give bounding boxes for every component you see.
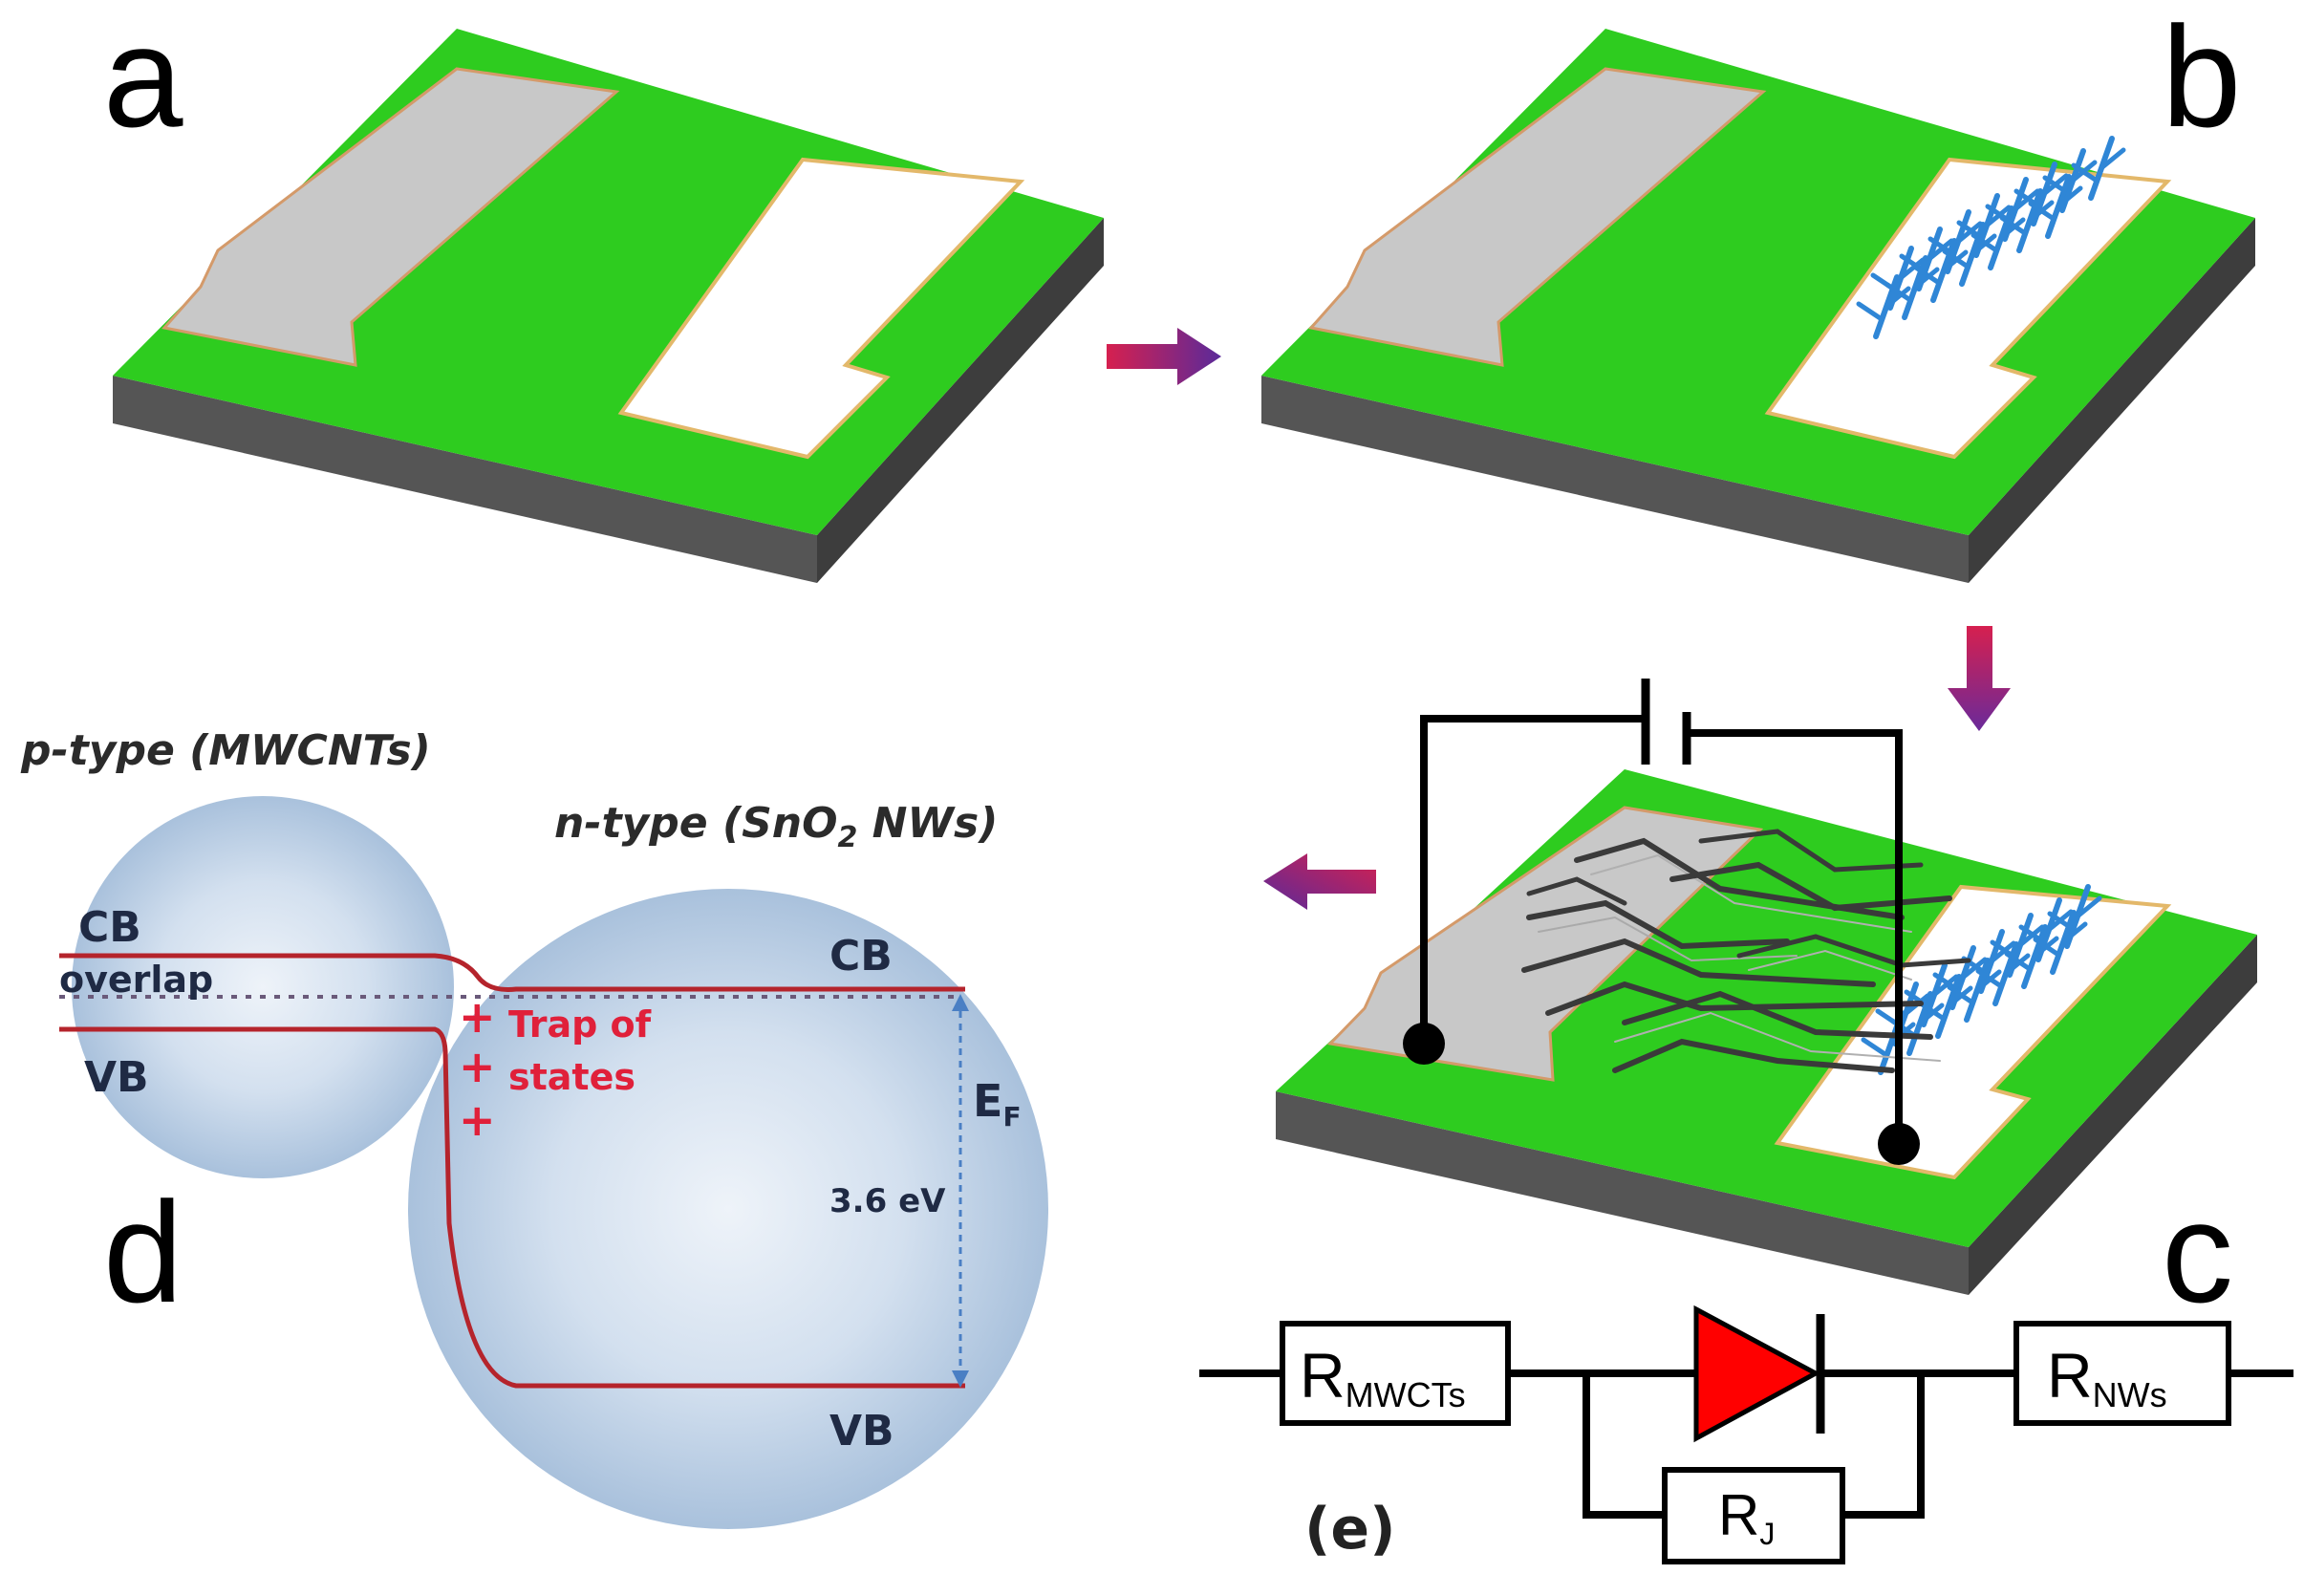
electrode-c-white bbox=[1774, 884, 2172, 1180]
panel-label-a: a bbox=[103, 0, 183, 157]
contact-dot-left bbox=[1403, 1023, 1445, 1065]
resistor-nws bbox=[2013, 1321, 2231, 1426]
equivalent-circuit: RMWCTs RNWs RJ bbox=[1199, 1305, 2293, 1564]
electrode-b-gray bbox=[1308, 67, 1767, 367]
resistor-junction-label: RJ bbox=[1718, 1483, 1775, 1551]
resistor-nws-label: RNWs bbox=[2047, 1340, 2167, 1414]
p-type-title: p-type (MWCNTs) bbox=[20, 726, 431, 775]
circuit-parallel-right bbox=[1842, 1373, 1925, 1519]
p-overlap-label: overlap bbox=[59, 959, 213, 1001]
substrate-a-side-right bbox=[817, 218, 1104, 583]
mwcnt-network bbox=[1521, 829, 1971, 1073]
trap-plus-2: + bbox=[459, 1041, 496, 1092]
diode-triangle bbox=[1693, 1305, 1821, 1443]
arrow-a-to-b bbox=[1107, 328, 1221, 385]
trap-plus-3: + bbox=[459, 1094, 496, 1146]
arrow-b-to-c bbox=[1948, 626, 2011, 731]
resistor-junction bbox=[1662, 1467, 1845, 1564]
substrate-c-side-front bbox=[1276, 1091, 1969, 1295]
trap-states-line2: states bbox=[508, 1056, 635, 1098]
electrode-c-gray bbox=[1326, 806, 1764, 1082]
bias-circuit bbox=[1420, 715, 1903, 1142]
trap-plus-1: + bbox=[459, 991, 496, 1043]
substrate-a-side-front bbox=[113, 376, 817, 583]
n-type-title: n-type (SnO2 NWs) bbox=[554, 799, 998, 854]
panel-a-device bbox=[113, 29, 1104, 583]
n-type-bubble bbox=[408, 889, 1048, 1529]
arrow-c-to-d bbox=[1263, 853, 1376, 910]
electrode-b-white bbox=[1764, 157, 2172, 460]
resistor-mwcnts-label: RMWCTs bbox=[1300, 1340, 1466, 1414]
panel-label-e: (e) bbox=[1304, 1496, 1396, 1563]
circuit-parallel-left bbox=[1583, 1373, 1665, 1519]
substrate-b-side-right bbox=[1969, 218, 2255, 583]
trap-states-line1: Trap of bbox=[508, 1003, 652, 1046]
substrate-c-side-right bbox=[1969, 935, 2257, 1295]
gap-arrow-head-top bbox=[952, 994, 969, 1011]
n-vb-label: VB bbox=[829, 1407, 894, 1456]
gap-value-label: 3.6 eV bbox=[829, 1182, 946, 1220]
valence-band-edge bbox=[59, 1026, 965, 1389]
contact-dot-right bbox=[1878, 1123, 1920, 1165]
conduction-band-edge bbox=[59, 953, 965, 992]
resistor-mwcnts bbox=[1280, 1321, 1511, 1426]
panel-label-d: d bbox=[103, 1172, 183, 1332]
fermi-label: EF bbox=[973, 1075, 1022, 1132]
substrate-b-side-front bbox=[1261, 376, 1969, 583]
gap-arrow-head-bottom bbox=[952, 1370, 969, 1388]
panel-c-device bbox=[1276, 679, 2257, 1295]
panel-label-b: b bbox=[2162, 0, 2241, 157]
n-cb-label: CB bbox=[829, 932, 893, 981]
panel-b-device bbox=[1261, 29, 2255, 583]
electrode-a-white bbox=[617, 157, 1025, 460]
p-type-bubble bbox=[72, 796, 454, 1178]
p-vb-label: VB bbox=[84, 1053, 149, 1102]
panel-label-c: c bbox=[2162, 1172, 2233, 1332]
band-diagram: p-type (MWCNTs) n-type (SnO2 NWs) CB ove… bbox=[20, 726, 1048, 1529]
electrode-a-gray bbox=[161, 67, 620, 367]
p-cb-label: CB bbox=[78, 903, 141, 952]
